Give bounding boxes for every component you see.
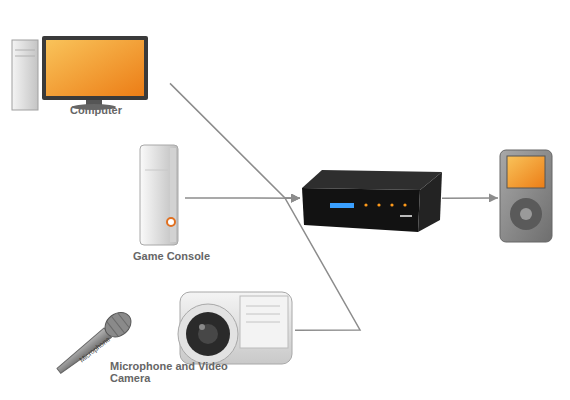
- device-led: [377, 203, 380, 206]
- device-top: [302, 170, 442, 190]
- camera-node: Microphone and Video Camera: [55, 285, 295, 390]
- player-screen: [507, 156, 545, 188]
- wheel-center: [520, 208, 532, 220]
- mic-grille: [118, 313, 129, 327]
- click-wheel: [510, 198, 542, 230]
- computer-node: Computer: [10, 35, 170, 123]
- player-body: [500, 150, 552, 242]
- monitor-frame: [42, 36, 148, 100]
- node-label: Game Console: [133, 250, 228, 262]
- console-body: [140, 145, 178, 245]
- lens-glint: [199, 324, 205, 330]
- player-node: [498, 148, 554, 244]
- lens-inner: [198, 324, 218, 344]
- console-icon: [140, 145, 178, 245]
- device-led: [390, 203, 393, 206]
- pc-tower: [12, 40, 38, 110]
- node-label: Computer: [70, 104, 160, 116]
- tower-slot: [15, 56, 35, 57]
- panel-line: [246, 314, 280, 315]
- tower-slot: [15, 50, 35, 51]
- device-front: [302, 188, 420, 232]
- device-display: [330, 203, 354, 208]
- device-led: [364, 203, 367, 206]
- console-node: Game Console: [130, 140, 185, 265]
- device-led: [403, 203, 406, 206]
- camera-icon: [178, 292, 292, 364]
- device-side: [418, 172, 442, 232]
- panel-line: [246, 322, 280, 323]
- device-badge: [400, 215, 412, 217]
- panel-line: [246, 306, 280, 307]
- player-icon: [500, 150, 552, 242]
- connector-line: [170, 83, 300, 198]
- console-side: [170, 148, 176, 242]
- camera-panel: [240, 296, 288, 348]
- monitor-screen: [46, 40, 144, 96]
- lens: [186, 312, 230, 356]
- computer-icon: [12, 36, 148, 110]
- node-label: Microphone and Video Camera: [110, 360, 230, 384]
- mic-handle: [55, 328, 111, 376]
- power-ring: [167, 218, 175, 226]
- connector-line: [285, 198, 360, 330]
- connector-line: [185, 197, 300, 199]
- mic-grille: [107, 322, 118, 336]
- console-seam: [145, 170, 168, 171]
- device-node: [300, 163, 442, 232]
- connector-line: [442, 197, 498, 199]
- device-icon: [302, 170, 442, 232]
- lens-housing: [178, 304, 238, 364]
